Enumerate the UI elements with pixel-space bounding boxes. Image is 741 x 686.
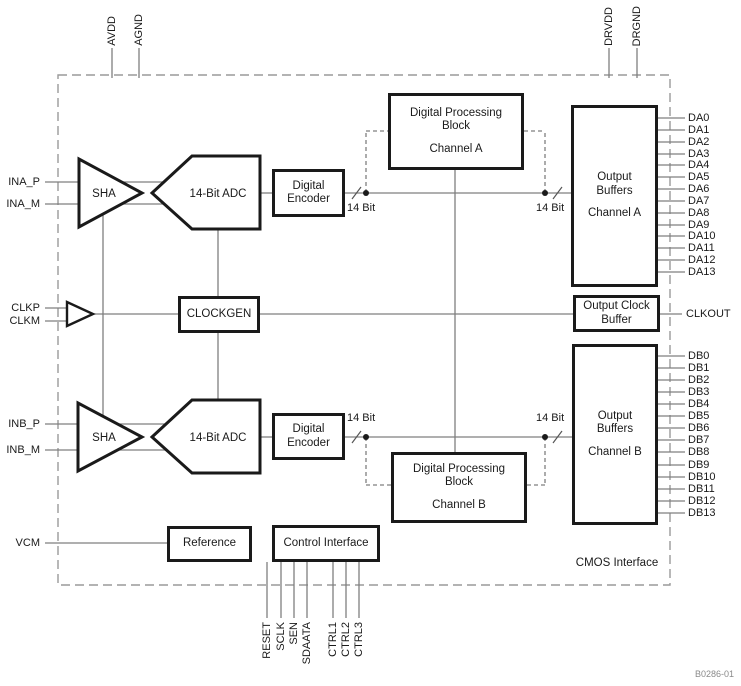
pin-label-avdd: AVDD (106, 16, 118, 46)
digital-encoder-b-block: Digital Encoder (272, 413, 345, 460)
pin-label-ina-m: INA_M (6, 198, 40, 210)
figure-code: B0286-01 (695, 669, 735, 679)
digital-processing-block-a: Digital Processing Block Channel A (388, 93, 524, 170)
pin-label-reset: RESET (261, 622, 273, 659)
digital-encoder-a-block: Digital Encoder (272, 169, 345, 217)
clock-input-buffer-triangle (65, 300, 96, 328)
clockgen-block: CLOCKGEN (178, 296, 260, 333)
ob-b-line1: Output (597, 409, 633, 422)
ocb-line2: Buffer (601, 313, 632, 326)
bus-slash-marks (351, 186, 563, 444)
adc-a-pentagon (149, 154, 262, 231)
pin-label-da8: DA8 (688, 207, 710, 219)
pin-label-ctrl2: CTRL2 (340, 622, 352, 657)
pin-label-da13: DA13 (688, 266, 716, 278)
ob-b-line2: Buffers (596, 423, 634, 436)
pin-label-sen: SEN (288, 622, 300, 645)
output-buffers-b-block: Output Buffers Channel B (572, 344, 658, 525)
pin-label-clkout: CLKOUT (686, 308, 731, 320)
dpb-a-channel: Channel A (429, 142, 483, 155)
dpb-b-channel: Channel B (432, 498, 486, 511)
pin-label-da12: DA12 (688, 254, 716, 266)
pin-label-db9: DB9 (688, 459, 710, 471)
chip-boundary-dashed (57, 74, 671, 586)
dpb-a-title: Digital Processing Block (409, 106, 503, 133)
bus-width-label-a-right: 14 Bit (536, 202, 565, 214)
pin-label-vcm: VCM (15, 537, 40, 549)
pin-label-db3: DB3 (688, 386, 710, 398)
pin-label-sclk: SCLK (275, 622, 287, 651)
output-clock-buffer-block: Output Clock Buffer (573, 295, 660, 332)
pin-label-db7: DB7 (688, 434, 710, 446)
pin-label-ctrl1: CTRL1 (327, 622, 339, 657)
pin-label-db11: DB11 (688, 483, 715, 495)
encoder-b-line1: Digital (292, 423, 325, 435)
pin-label-da5: DA5 (688, 171, 710, 183)
bus-width-label-b-left: 14 Bit (347, 412, 376, 424)
pin-label-da3: DA3 (688, 148, 710, 160)
pin-label-ctrl3: CTRL3 (353, 622, 365, 657)
pin-label-drvdd: DRVDD (603, 7, 615, 46)
pin-label-inb-m: INB_M (6, 444, 40, 456)
sha-b-label: SHA (92, 432, 116, 444)
pin-label-sdaata: SDAATA (301, 622, 313, 665)
pin-label-db0: DB0 (688, 350, 710, 362)
ob-a-line1: Output (597, 171, 632, 184)
encoder-a-line1: Digital (292, 179, 325, 192)
pin-label-db4: DB4 (688, 398, 710, 410)
pin-label-db6: DB6 (688, 422, 710, 434)
adc-b-label: 14-Bit ADC (190, 432, 247, 444)
ob-a-line2: Buffers (596, 184, 633, 197)
ob-b-channel: Channel B (588, 445, 642, 458)
pin-label-agnd: AGND (133, 14, 145, 46)
reference-block: Reference (167, 526, 252, 562)
sha-a-label: SHA (92, 188, 116, 200)
sha-b-triangle (76, 400, 146, 474)
pin-label-clkp: CLKP (11, 302, 40, 314)
pin-label-db2: DB2 (688, 374, 710, 386)
adc-a-label: 14-Bit ADC (190, 188, 247, 200)
pin-label-db1: DB1 (688, 362, 710, 374)
pin-label-da4: DA4 (688, 159, 710, 171)
junction-dots (363, 190, 548, 440)
pin-label-da6: DA6 (688, 183, 710, 195)
pin-label-da11: DA11 (688, 242, 715, 254)
pin-label-db8: DB8 (688, 446, 710, 458)
bus-width-label-b-right: 14 Bit (536, 412, 565, 424)
pin-label-inb-p: INB_P (8, 418, 40, 430)
pin-label-db13: DB13 (688, 507, 716, 519)
pin-label-da10: DA10 (688, 230, 716, 242)
pin-label-da2: DA2 (688, 136, 710, 148)
cmos-interface-label: CMOS Interface (575, 557, 659, 569)
encoder-b-line2: Encoder (287, 436, 330, 449)
pin-label-da9: DA9 (688, 219, 710, 231)
pin-label-db12: DB12 (688, 495, 716, 507)
pin-label-da7: DA7 (688, 195, 710, 207)
encoder-a-line2: Encoder (287, 193, 330, 205)
pin-label-db5: DB5 (688, 410, 710, 422)
bus-width-label-a-left: 14 Bit (347, 202, 376, 214)
ocb-line1: Output Clock (583, 300, 650, 312)
pin-label-da0: DA0 (688, 112, 710, 124)
adc-b-pentagon (149, 398, 262, 475)
pin-label-da1: DA1 (688, 124, 710, 136)
dashed-bus-taps (365, 130, 546, 486)
ob-a-channel: Channel A (587, 207, 642, 220)
sha-a-triangle (77, 156, 146, 230)
dpb-b-title: Digital Processing Block (412, 462, 506, 489)
pin-label-clkm: CLKM (9, 315, 40, 327)
output-buffers-a-block: Output Buffers Channel A (571, 105, 658, 287)
digital-processing-block-b: Digital Processing Block Channel B (391, 452, 527, 523)
pin-label-drgnd: DRGND (631, 5, 643, 46)
pin-label-db10: DB10 (688, 471, 716, 483)
control-interface-block: Control Interface (272, 525, 380, 562)
pin-label-ina-p: INA_P (8, 176, 40, 188)
